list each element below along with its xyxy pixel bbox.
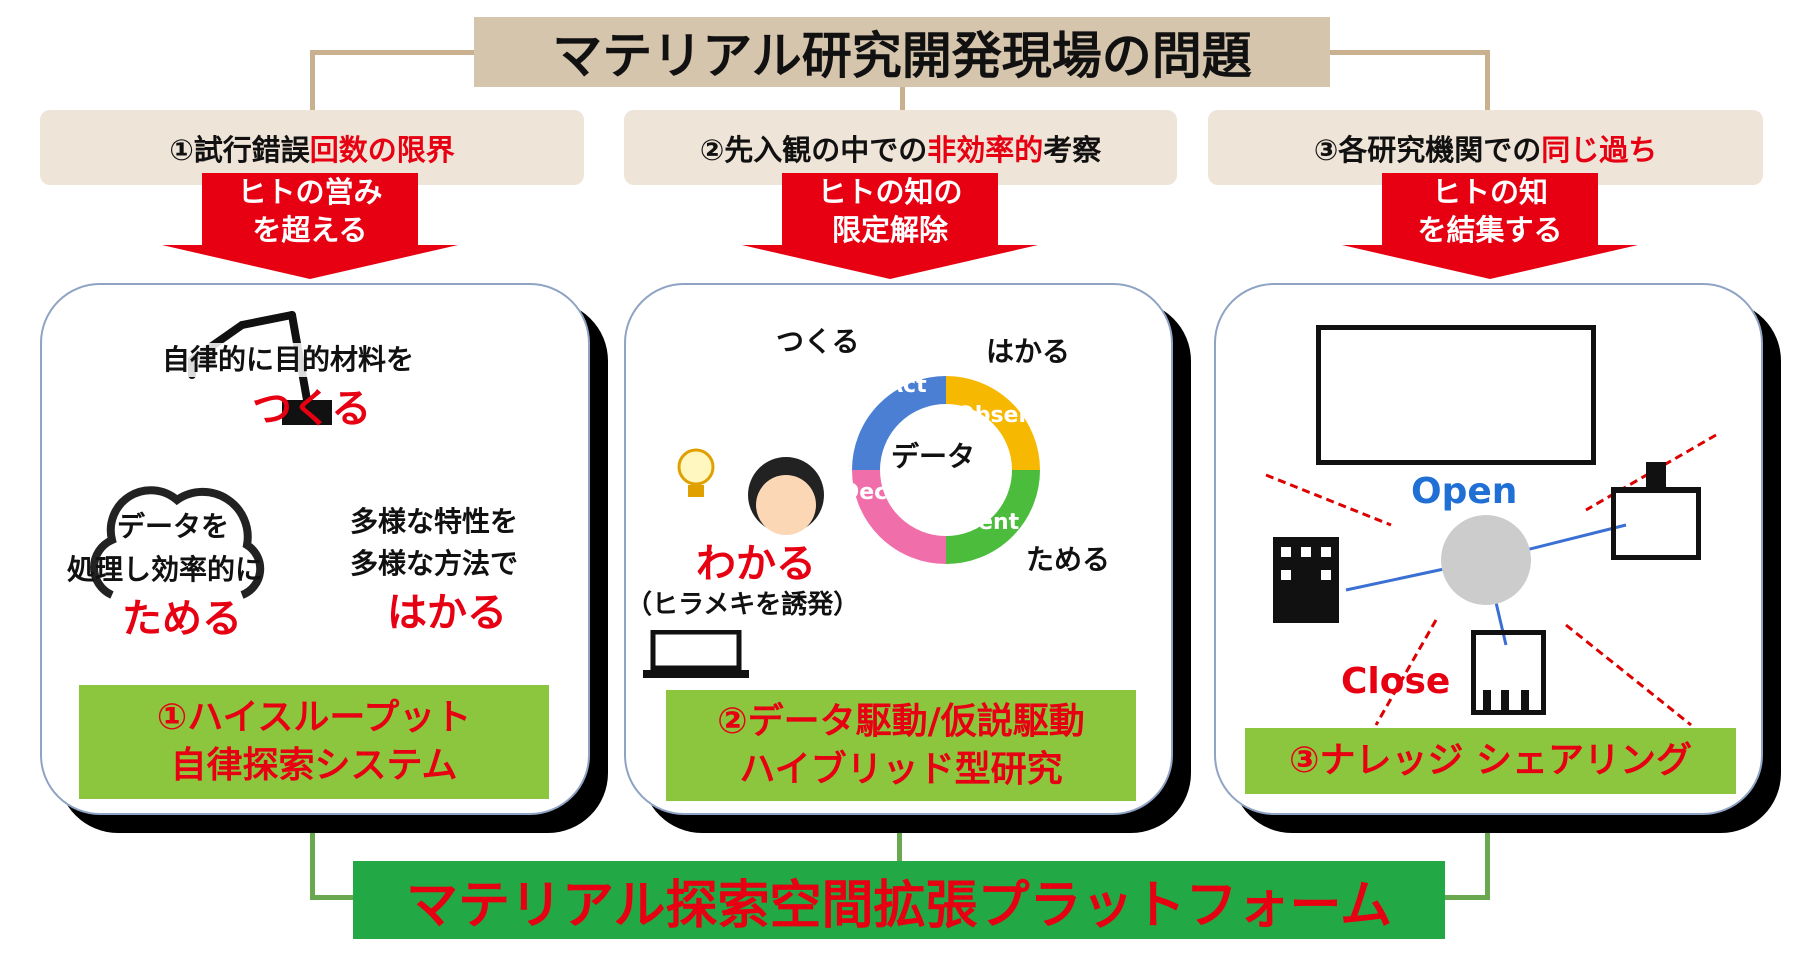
label-hybrid-research: ②データ駆動/仮説駆動ハイブリッド型研究 [666, 690, 1136, 801]
lightbulb-icon [677, 448, 715, 497]
arrow-text: ヒトの営み [237, 175, 383, 209]
problem-highlight: 回数の限界 [309, 132, 455, 167]
problem-highlight: 同じ過ち [1541, 132, 1658, 167]
measure-text: 多様な方法で [350, 547, 519, 580]
problem-highlight: 非効率的 [927, 132, 1044, 167]
institution-icon [1471, 630, 1546, 715]
connector [897, 815, 902, 861]
connector [310, 895, 355, 900]
connector [1330, 50, 1490, 55]
cycle-orient: Orient [941, 510, 1020, 535]
connector [310, 815, 315, 900]
cloud-icon [90, 486, 265, 599]
store-label: ためる [1026, 543, 1111, 576]
understand-label: わかる [696, 541, 816, 587]
panel-high-throughput: 自律的に目的材料を つくる データを 処理し効率的に ためる 多様な特性を 多様… [40, 283, 590, 815]
data-label: データ [891, 440, 976, 473]
label-high-throughput: ①ハイスループット自律探索システム [79, 685, 549, 799]
laptop-icon [643, 630, 749, 678]
store-label: ためる [122, 596, 242, 642]
measure-label: はかる [387, 590, 507, 636]
down-arrow-2: ヒトの知の限定解除 [742, 173, 1038, 279]
measure-text: 多様な特性を [350, 505, 519, 538]
central-lab-icon [1316, 325, 1596, 465]
platform-banner: マテリアル探索空間拡張プラットフォーム [353, 861, 1445, 939]
down-arrow-3: ヒトの知を結集する [1342, 173, 1638, 279]
connector [310, 50, 474, 55]
page-title: マテリアル研究開発現場の問題 [474, 17, 1330, 87]
arrow-text: ヒトの知の [817, 175, 963, 209]
label-text: ②データ駆動/仮説駆動 [717, 700, 1085, 742]
make-label: つくる [252, 386, 372, 432]
problem-text: 考察 [1043, 132, 1102, 167]
measure-label: はかる [986, 335, 1071, 368]
institution-icon [1273, 537, 1339, 623]
problem-3: ③各研究機関での同じ過ち [1208, 110, 1763, 185]
ooda-cycle-icon [852, 376, 1040, 564]
connector [1445, 895, 1490, 900]
make-label: つくる [776, 325, 860, 358]
researcher-icon [748, 457, 824, 535]
problem-1: ①試行錯誤回数の限界 [40, 110, 584, 185]
panel-hybrid-research: つくる はかる Act Observe Orient Decide データ ため… [624, 283, 1173, 815]
close-label: Close [1341, 661, 1451, 702]
store-text: 処理し効率的に [67, 553, 264, 586]
inspire-text: （ヒラメキを誘発） [626, 590, 860, 620]
arrow-text: ヒトの知 [1431, 175, 1548, 209]
institution-icon [1611, 462, 1701, 560]
connector [1485, 50, 1490, 110]
problem-2: ②先入観の中での非効率的考察 [624, 110, 1177, 185]
cycle-observe: Observe [956, 403, 1059, 428]
connector [1485, 800, 1490, 900]
panel-knowledge-sharing: Open Close ③ナレッジ シェアリング [1214, 283, 1763, 815]
label-knowledge-sharing: ③ナレッジ シェアリング [1245, 728, 1736, 794]
make-caption: 自律的に目的材料を [162, 343, 415, 377]
arrow-text: 限定解除 [831, 213, 948, 247]
arrow-text: を超える [252, 213, 368, 247]
label-text: ①ハイスループット [156, 697, 472, 738]
cycle-decide: Decide [841, 480, 926, 505]
problem-text: ②先入観の中での [699, 132, 928, 167]
open-label: Open [1411, 471, 1518, 512]
arrow-text: を結集する [1417, 213, 1563, 247]
down-arrow-1: ヒトの営みを超える [162, 173, 458, 279]
label-text: ③ナレッジ シェアリング [1288, 740, 1692, 781]
problem-text: ③各研究機関での [1313, 132, 1542, 167]
connector [310, 50, 315, 110]
label-text: 自律探索システム [170, 745, 458, 786]
store-text: データを [117, 510, 230, 543]
cycle-act: Act [886, 373, 927, 398]
connector [900, 87, 905, 110]
label-text: ハイブリッド型研究 [739, 748, 1063, 790]
problem-text: ①試行錯誤 [169, 132, 310, 167]
sharing-lines [1265, 433, 1717, 727]
